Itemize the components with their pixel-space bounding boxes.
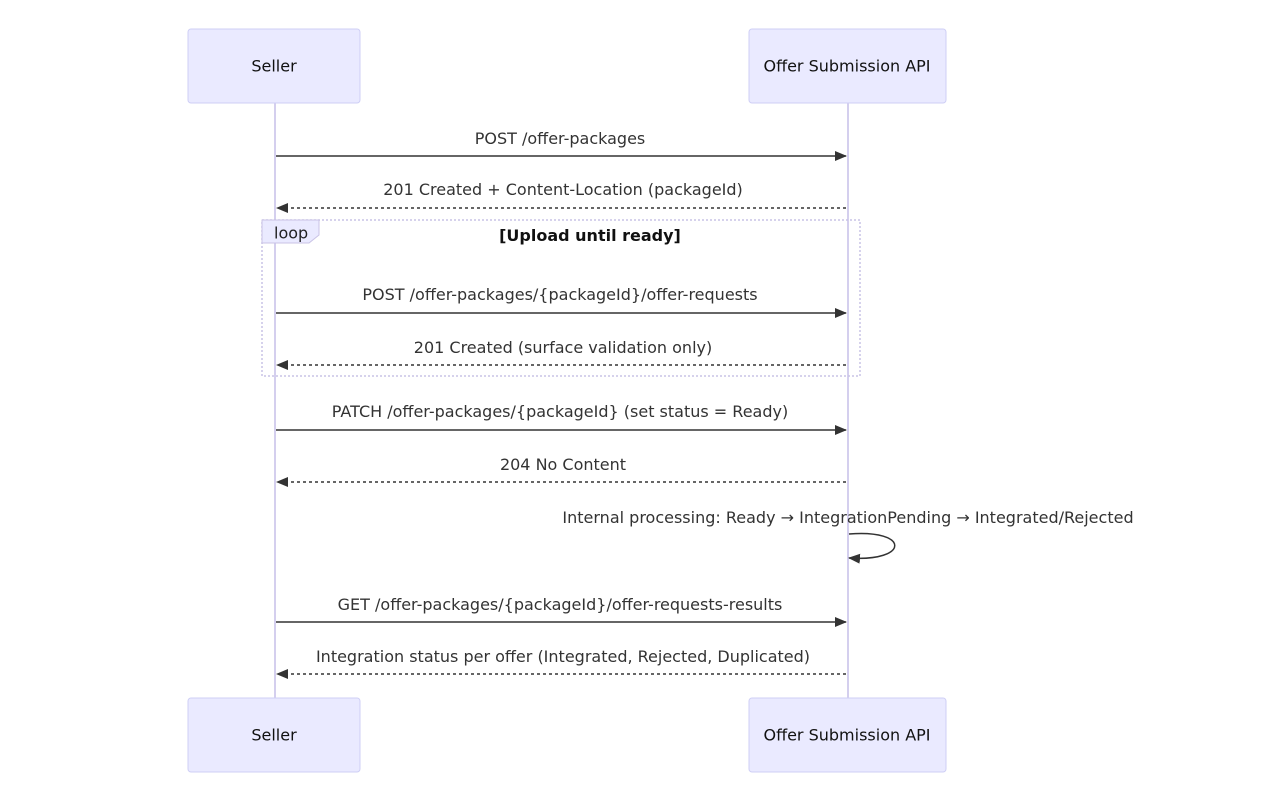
message-label: Integration status per offer (Integrated… (316, 647, 810, 666)
message-label: PATCH /offer-packages/{packageId} (set s… (332, 402, 788, 421)
actor-seller-bottom-label: Seller (251, 726, 297, 745)
message-label: POST /offer-packages/{packageId}/offer-r… (362, 285, 757, 304)
message-label: POST /offer-packages (475, 129, 646, 148)
message-label: 201 Created + Content-Location (packageI… (383, 180, 743, 199)
message-label: Internal processing: Ready → Integration… (562, 508, 1133, 527)
message-post-offer-packages: POST /offer-packages (276, 129, 847, 161)
message-internal-processing: Internal processing: Ready → Integration… (562, 508, 1134, 564)
message-post-offer-requests: POST /offer-packages/{packageId}/offer-r… (276, 285, 847, 318)
actor-seller-bottom: Seller (187, 697, 361, 773)
messages: POST /offer-packages 201 Created + Conte… (276, 129, 1134, 679)
actor-api-top: Offer Submission API (748, 28, 947, 104)
message-204-no-content: 204 No Content (276, 455, 846, 487)
actor-seller-top: Seller (187, 28, 361, 104)
actor-seller-top-label: Seller (251, 57, 297, 76)
actor-api-bottom-label: Offer Submission API (763, 726, 930, 745)
loop-frame: loop [Upload until ready] (261, 219, 861, 377)
actor-api-bottom: Offer Submission API (748, 697, 947, 773)
message-patch-set-ready: PATCH /offer-packages/{packageId} (set s… (276, 402, 847, 435)
message-label: 201 Created (surface validation only) (414, 338, 712, 357)
message-integration-status: Integration status per offer (Integrated… (276, 647, 846, 679)
loop-keyword: loop (274, 224, 308, 243)
message-201-created-package: 201 Created + Content-Location (packageI… (276, 180, 846, 213)
actor-api-top-label: Offer Submission API (763, 57, 930, 76)
loop-condition: [Upload until ready] (499, 226, 681, 245)
self-message-arrow (848, 532, 896, 564)
message-201-created-surface: 201 Created (surface validation only) (276, 338, 846, 370)
message-get-results: GET /offer-packages/{packageId}/offer-re… (276, 595, 847, 627)
message-label: 204 No Content (500, 455, 626, 474)
message-label: GET /offer-packages/{packageId}/offer-re… (338, 595, 783, 614)
